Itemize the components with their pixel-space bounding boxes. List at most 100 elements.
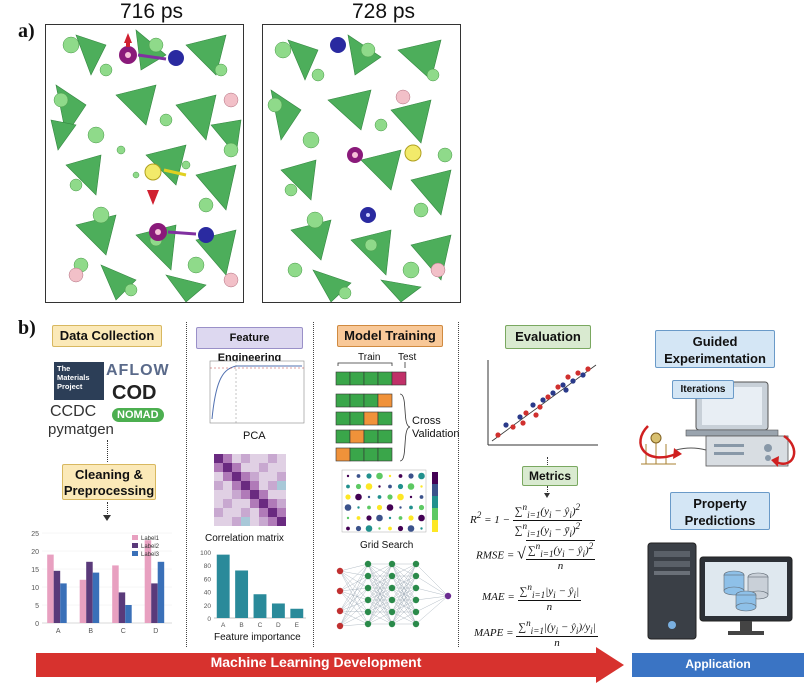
scatter-point bbox=[555, 384, 561, 390]
cross-validation-diagram bbox=[335, 362, 411, 462]
nn-edge bbox=[339, 599, 369, 627]
nn-node bbox=[336, 587, 344, 595]
scatter-point bbox=[580, 372, 586, 378]
scatter-point bbox=[517, 414, 523, 420]
matrix-cell bbox=[277, 463, 286, 472]
nn-edge bbox=[415, 587, 449, 597]
bar bbox=[47, 554, 54, 623]
matrix-cell bbox=[223, 517, 232, 526]
feature-engineering-title: Feature Engineering bbox=[196, 327, 303, 364]
matrix-cell bbox=[259, 454, 268, 463]
matrix-cell bbox=[259, 517, 268, 526]
nn-edge bbox=[415, 563, 449, 597]
cod-logo: COD bbox=[112, 382, 157, 404]
grid-point bbox=[420, 527, 423, 530]
scatter-point bbox=[575, 370, 581, 376]
scatter-point bbox=[495, 432, 501, 438]
nn-edge bbox=[339, 575, 369, 627]
grid-point bbox=[397, 525, 404, 532]
grid-point bbox=[366, 515, 372, 521]
grid-point bbox=[346, 516, 350, 520]
eval-arrow-2 bbox=[547, 486, 548, 494]
grid-point bbox=[345, 494, 351, 500]
dc-arrow-1 bbox=[107, 440, 108, 462]
grid-point bbox=[388, 474, 392, 478]
grid-point bbox=[365, 525, 373, 532]
grid-point bbox=[388, 516, 392, 520]
matrix-cell bbox=[232, 499, 241, 508]
matrix-cell bbox=[277, 517, 286, 526]
matrix-cell bbox=[268, 490, 277, 499]
frame-time-1: 716 ps bbox=[120, 0, 184, 23]
grid-point bbox=[387, 494, 393, 500]
y-tick-label: 80 bbox=[204, 563, 212, 570]
panel-b-label: b) bbox=[18, 317, 36, 339]
dc-arrow-head bbox=[103, 515, 111, 521]
matrix-cell bbox=[250, 499, 259, 508]
grid-point bbox=[407, 525, 415, 532]
nn-node bbox=[388, 608, 396, 616]
matrix-cell bbox=[223, 454, 232, 463]
nn-edge bbox=[367, 563, 393, 625]
nn-edge bbox=[415, 595, 449, 625]
nn-edge bbox=[339, 611, 369, 627]
matrix-cell bbox=[241, 481, 250, 490]
grid-point bbox=[357, 506, 360, 509]
nn-node bbox=[412, 620, 420, 628]
matrix-cell bbox=[277, 481, 286, 490]
grid-point bbox=[346, 474, 350, 478]
nn-edge bbox=[339, 570, 369, 613]
nn-node bbox=[412, 560, 420, 568]
matrix-cell bbox=[223, 499, 232, 508]
nn-edge bbox=[391, 563, 417, 589]
legend-label: Label1 bbox=[141, 536, 160, 542]
colorbar-segment bbox=[432, 520, 438, 532]
nn-node bbox=[388, 572, 396, 580]
nn-node bbox=[388, 596, 396, 604]
matrix-cell bbox=[214, 454, 223, 463]
grid-point bbox=[376, 514, 383, 522]
matrix-cell bbox=[250, 481, 259, 490]
grid-point bbox=[355, 525, 362, 532]
matrix-cell bbox=[250, 517, 259, 526]
grid-point bbox=[367, 495, 371, 499]
matrix-cell bbox=[277, 508, 286, 517]
nn-node bbox=[412, 572, 420, 580]
nn-edge bbox=[391, 587, 417, 625]
matrix-cell bbox=[250, 490, 259, 499]
correlation-matrix bbox=[214, 454, 286, 526]
legend-swatch bbox=[132, 551, 138, 556]
grid-point bbox=[399, 506, 402, 509]
nn-edge bbox=[339, 570, 369, 625]
grid-point bbox=[407, 483, 415, 490]
colorbar-segment bbox=[432, 484, 438, 496]
bar bbox=[151, 583, 158, 623]
bar bbox=[60, 583, 67, 623]
data-collection-title: Data Collection bbox=[52, 325, 162, 347]
scatter-point bbox=[530, 402, 536, 408]
scatter-point bbox=[570, 378, 576, 384]
grid-point bbox=[376, 504, 383, 511]
r2-formula: R2 = 1 − ∑ni=1(yi − ŷi)2∑ni=1(yi − ȳi)2 bbox=[470, 502, 583, 539]
scatter-point bbox=[537, 404, 543, 410]
nn-node bbox=[336, 567, 344, 575]
matrix-cell bbox=[214, 472, 223, 481]
x-tick-label: E bbox=[295, 622, 300, 629]
colorbar-segment bbox=[432, 472, 438, 484]
nn-edge bbox=[339, 563, 369, 627]
matrix-cell bbox=[232, 472, 241, 481]
nn-node bbox=[388, 584, 396, 592]
nn-node bbox=[364, 620, 372, 628]
scatter-point bbox=[523, 410, 529, 416]
nn-edge bbox=[415, 595, 449, 601]
y-tick-label: 10 bbox=[31, 585, 39, 592]
x-tick-label: B bbox=[88, 628, 93, 635]
matrix-cell bbox=[214, 490, 223, 499]
nn-edge bbox=[391, 611, 417, 625]
matrix-cell bbox=[268, 463, 277, 472]
nn-edge bbox=[367, 563, 393, 601]
matrix-cell bbox=[241, 499, 250, 508]
matrix-cell bbox=[277, 472, 286, 481]
nn-edge bbox=[339, 563, 369, 572]
